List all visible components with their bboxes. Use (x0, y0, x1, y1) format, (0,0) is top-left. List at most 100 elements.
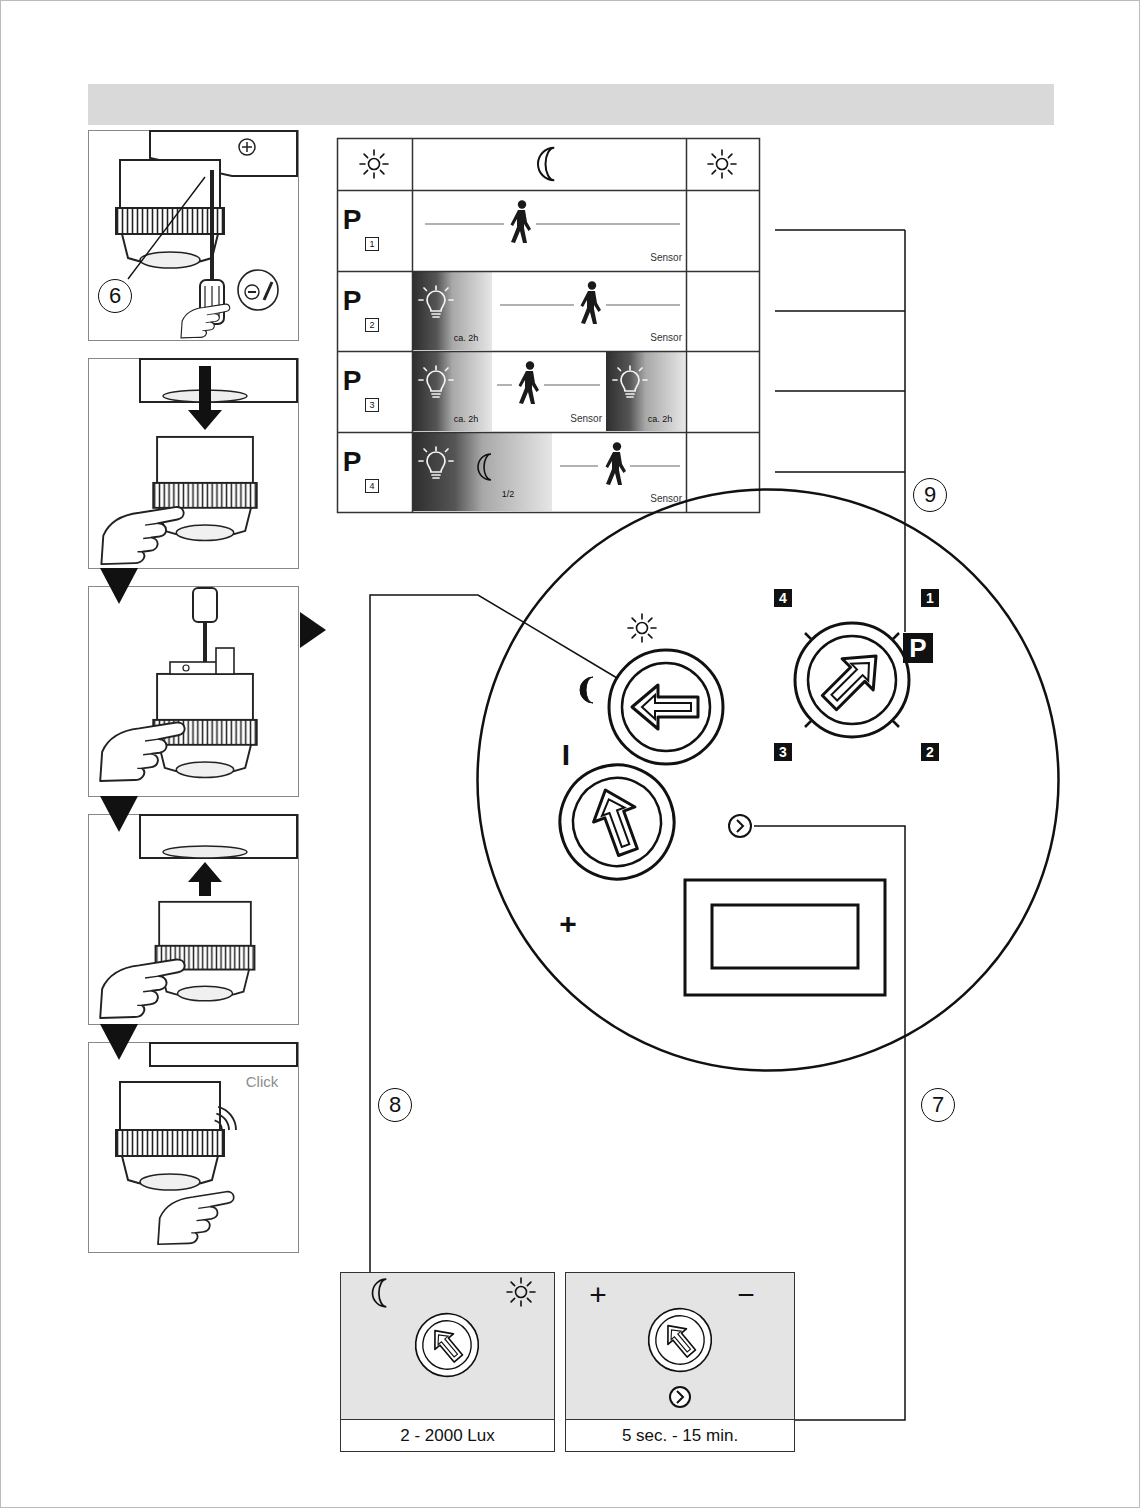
connector-group (370, 595, 905, 1420)
program-index: 1 (365, 237, 379, 251)
step-1-illustration (239, 139, 255, 155)
step-arrow (300, 612, 326, 648)
step-3-illustration (100, 588, 257, 781)
dial-controls (771, 599, 932, 760)
program-table (606, 442, 627, 485)
sound-text: Click (246, 1073, 279, 1090)
program-table (538, 148, 554, 181)
step-2-illustration (188, 366, 222, 430)
step-1-illustration (245, 285, 259, 299)
setting-box-art (677, 1391, 683, 1403)
setting-box-art (403, 1301, 491, 1389)
program-table (519, 361, 540, 404)
program-number: 4 (774, 589, 792, 607)
program-letter: P (343, 367, 362, 395)
step-4-illustration (188, 862, 222, 896)
minus-sign: − (737, 1280, 755, 1310)
program-table (413, 352, 492, 431)
program-table (360, 150, 388, 178)
setting-box-art (507, 1278, 535, 1306)
step-panels (89, 1043, 299, 1253)
setting-box-art (373, 1279, 387, 1307)
program-table (581, 281, 602, 324)
leader-line (775, 230, 905, 632)
dial-controls (712, 905, 858, 968)
step-5-illustration (150, 1043, 297, 1066)
plus-sign: + (589, 1280, 607, 1310)
setting-box-art (566, 1273, 794, 1420)
program-badge: P (903, 633, 933, 663)
dial-controls (685, 880, 885, 995)
step-arrow (100, 796, 138, 832)
step-5-illustration (215, 1107, 236, 1130)
program-table (337, 138, 760, 513)
step-5-illustration (158, 1192, 234, 1245)
step-3-illustration (183, 665, 189, 671)
program-number: 2 (921, 743, 939, 761)
setting-box-art (341, 1273, 554, 1420)
step-arrow (100, 568, 326, 1060)
dial-controls (805, 633, 899, 727)
program-letter: P (343, 448, 362, 476)
step-1-illustration (128, 177, 205, 279)
program-table (425, 224, 680, 466)
callout-number: 8 (378, 1088, 412, 1122)
header-bar (88, 84, 1054, 125)
mode-text: Sensor (570, 413, 602, 425)
step-2-illustration (101, 359, 297, 564)
leader-line (754, 826, 905, 1036)
program-table (419, 366, 453, 397)
step-4-illustration (163, 846, 247, 858)
callout-number: 6 (98, 279, 132, 313)
mode-text: Sensor (650, 332, 682, 344)
dial-controls (628, 614, 656, 642)
program-table (478, 454, 491, 480)
step-panels (89, 587, 299, 797)
dial-outline (478, 490, 1059, 1071)
program-table (708, 150, 736, 178)
step-5-illustration (116, 1043, 297, 1244)
time-setting-box: +−5 sec. - 15 min. (565, 1272, 795, 1452)
step-4-illustration (156, 902, 255, 1001)
program-table (606, 352, 685, 431)
lux-setting-box: 2 - 2000 Lux (340, 1272, 555, 1452)
dial-controls (544, 749, 690, 895)
leader-line (370, 595, 524, 1272)
dial-panel: 41P32I+ (476, 488, 1060, 1072)
step-4-illustration (100, 815, 297, 1018)
step-panels (89, 131, 299, 1253)
dial-controls (609, 650, 723, 764)
duration-text: ca. 2h (454, 333, 479, 343)
fraction-text: 1/2 (502, 489, 515, 499)
step-5-illustration (116, 1082, 224, 1190)
program-table (511, 200, 532, 243)
step-1-illustration (242, 142, 252, 152)
step-4-illustration (100, 959, 184, 1018)
step-3-illustration (100, 722, 184, 781)
step-1-illustration (116, 160, 224, 268)
range-value: 2 - 2000 Lux (341, 1419, 554, 1451)
program-letter: P (343, 287, 362, 315)
step-panels (89, 359, 299, 569)
dial-controls (580, 677, 593, 703)
step-2-illustration (140, 359, 297, 402)
duration-text: ca. 2h (648, 414, 673, 424)
plus-mark: + (559, 909, 577, 939)
step-panels (89, 131, 299, 341)
mode-text: Sensor (650, 252, 682, 264)
step-arrow (100, 568, 138, 604)
program-table (413, 272, 492, 350)
leader-line (775, 230, 905, 632)
program-table (338, 139, 760, 513)
setting-box-art (341, 1273, 794, 1420)
leader-line (795, 1036, 905, 1420)
duration-text: ca. 2h (454, 414, 479, 424)
step-3-illustration (203, 622, 207, 664)
setting-box-art (636, 1296, 724, 1384)
step-1-illustration (264, 282, 272, 300)
program-letter: P (343, 206, 362, 234)
step-3-illustration (193, 588, 217, 622)
step-2-illustration (153, 437, 257, 541)
callout-number: 7 (921, 1088, 955, 1122)
